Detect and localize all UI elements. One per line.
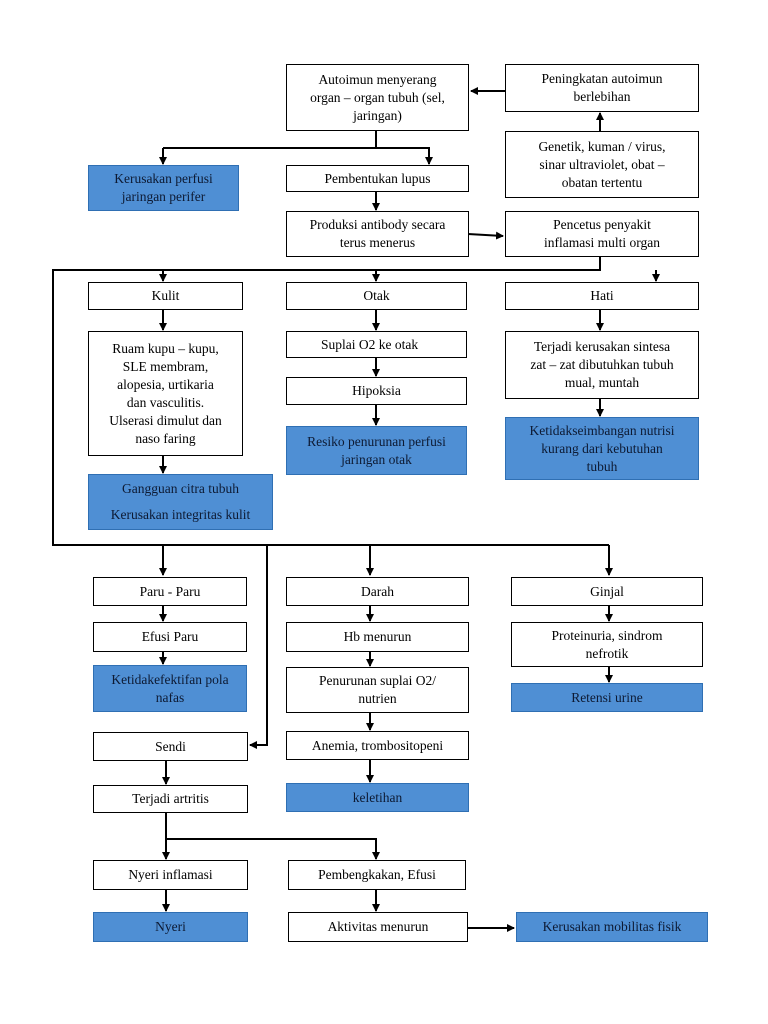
node-artritis: Terjadi artritis: [93, 785, 248, 813]
node-penurunan-suplai-label: Penurunan suplai O2/ nutrien: [319, 673, 436, 706]
node-resiko-label: Resiko penurunan perfusi jaringan otak: [307, 433, 446, 467]
node-kerusakan-mobilitas: Kerusakan mobilitas fisik: [516, 912, 708, 942]
node-ruam: Ruam kupu – kupu, SLE membram, alopesia,…: [88, 331, 243, 456]
node-hipoksia-label: Hipoksia: [352, 383, 401, 398]
node-suplai-o2: Suplai O2 ke otak: [286, 331, 467, 358]
node-darah: Darah: [286, 577, 469, 606]
node-ketidakefektifan: Ketidakefektifan pola nafas: [93, 665, 247, 712]
node-produksi: Produksi antibody secara terus menerus: [286, 211, 469, 257]
node-nyeri-label: Nyeri: [155, 919, 186, 934]
node-proteinuria: Proteinuria, sindrom nefrotik: [511, 622, 703, 667]
node-darah-label: Darah: [361, 583, 394, 599]
node-kerusakan-integritas-label: Kerusakan integritas kulit: [110, 507, 251, 522]
node-kerusakan-perfusi-label: Kerusakan perfusi jaringan perifer: [114, 171, 213, 204]
node-pembengkakan: Pembengkakan, Efusi: [288, 860, 466, 890]
node-otak: Otak: [286, 282, 467, 310]
node-hati-label: Hati: [590, 288, 614, 303]
node-pencetus: Pencetus penyakit inflamasi multi organ: [505, 211, 699, 257]
node-artritis-label: Terjadi artritis: [132, 791, 209, 806]
node-ketidakseimbangan: Ketidakseimbangan nutrisi kurang dari ke…: [505, 417, 699, 480]
node-kerusakan-mobilitas-label: Kerusakan mobilitas fisik: [542, 919, 682, 934]
connector-autoimun-split: [163, 131, 377, 149]
node-pembentukan-label: Pembentukan lupus: [324, 170, 431, 186]
node-terjadi-kerusakan-label-2: mual, muntah: [564, 375, 640, 390]
node-ruam-label: Ruam kupu – kupu, SLE membram, alopesia,…: [109, 340, 222, 446]
arrow-to-sendi: [249, 545, 268, 749]
node-hipoksia: Hipoksia: [286, 377, 467, 405]
node-sendi-label: Sendi: [155, 738, 186, 754]
node-efusi-paru-label: Efusi Paru: [141, 629, 199, 644]
node-sendi: Sendi: [93, 732, 248, 761]
node-peningkatan: Peningkatan autoimun berlebihan: [505, 64, 699, 112]
node-nyeri-inflamasi: Nyeri inflamasi: [93, 860, 248, 890]
node-aktivitas-label: Aktivitas menurun: [327, 919, 429, 934]
node-resiko: Resiko penurunan perfusi jaringan otak: [286, 426, 467, 475]
node-retensi: Retensi urine: [511, 683, 703, 712]
node-retensi-label: Retensi urine: [571, 689, 643, 705]
node-pembengkakan-label: Pembengkakan, Efusi: [318, 867, 436, 882]
node-kulit: Kulit: [88, 282, 243, 310]
node-ketidakseimbangan-label: Ketidakseimbangan nutrisi kurang dari ke…: [529, 422, 675, 474]
node-pencetus-label: Pencetus penyakit inflamasi multi organ: [544, 217, 660, 250]
connector-pencetus-bus: [52, 256, 609, 546]
node-kerusakan-perfusi: Kerusakan perfusi jaringan perifer: [88, 165, 239, 211]
connector-artritis-split: [165, 812, 380, 860]
node-genetik: Genetik, kuman / virus, sinar ultraviole…: [505, 131, 699, 198]
node-pembentukan: Pembentukan lupus: [286, 165, 469, 192]
node-genetik-label: Genetik, kuman / virus, sinar ultraviole…: [538, 138, 666, 190]
node-aktivitas: Aktivitas menurun: [288, 912, 468, 942]
node-gangguan-citra-label: Gangguan citra tubuh: [122, 481, 239, 496]
node-ketidakefektifan-label: Ketidakefektifan pola nafas: [111, 671, 229, 705]
node-produksi-label: Produksi antibody secara terus menerus: [309, 217, 446, 250]
node-hati: Hati: [505, 282, 699, 310]
arrow-to-pembentukan: [376, 147, 433, 165]
node-ginjal: Ginjal: [511, 577, 703, 606]
node-nyeri-inflamasi-label: Nyeri inflamasi: [128, 867, 213, 882]
node-anemia-label: Anemia, trombositopeni: [311, 737, 444, 753]
node-paru: Paru - Paru: [93, 577, 247, 606]
node-terjadi-kerusakan-label: Terjadi kerusakan sintesa zat – zat dibu…: [530, 339, 674, 372]
node-hb: Hb menurun: [286, 622, 469, 652]
node-ginjal-label: Ginjal: [590, 583, 624, 599]
node-keletihan: keletihan: [286, 783, 469, 812]
node-nyeri: Nyeri: [93, 912, 248, 942]
node-kulit-label: Kulit: [151, 288, 180, 303]
node-hb-label: Hb menurun: [343, 629, 412, 644]
node-peningkatan-label: Peningkatan autoimun berlebihan: [541, 71, 663, 104]
node-proteinuria-label: Proteinuria, sindrom nefrotik: [551, 627, 663, 661]
node-terjadi-kerusakan: Terjadi kerusakan sintesa zat – zat dibu…: [505, 331, 699, 399]
node-efusi-paru: Efusi Paru: [93, 622, 247, 652]
node-paru-label: Paru - Paru: [139, 583, 201, 599]
node-keletihan-label: keletihan: [352, 789, 403, 805]
arrow-produksi-pencetus: [467, 231, 504, 240]
node-penurunan-suplai: Penurunan suplai O2/ nutrien: [286, 667, 469, 713]
node-autoimun-label: Autoimun menyerang organ – organ tubuh (…: [310, 71, 445, 123]
node-suplai-o2-label: Suplai O2 ke otak: [321, 336, 419, 352]
node-otak-label: Otak: [363, 288, 390, 303]
node-autoimun: Autoimun menyerang organ – organ tubuh (…: [286, 64, 469, 131]
node-anemia: Anemia, trombositopeni: [286, 731, 469, 760]
